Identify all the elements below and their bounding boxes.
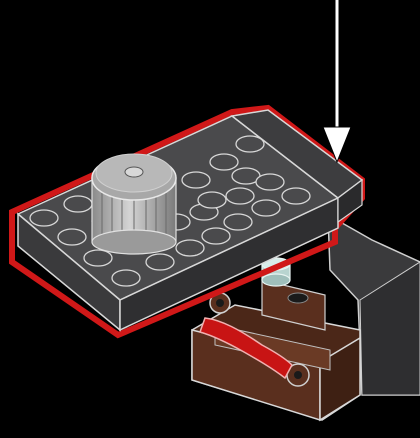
round-drum-piece bbox=[92, 154, 176, 254]
brown-technic-base bbox=[192, 280, 360, 420]
placement-arrow bbox=[323, 0, 351, 162]
